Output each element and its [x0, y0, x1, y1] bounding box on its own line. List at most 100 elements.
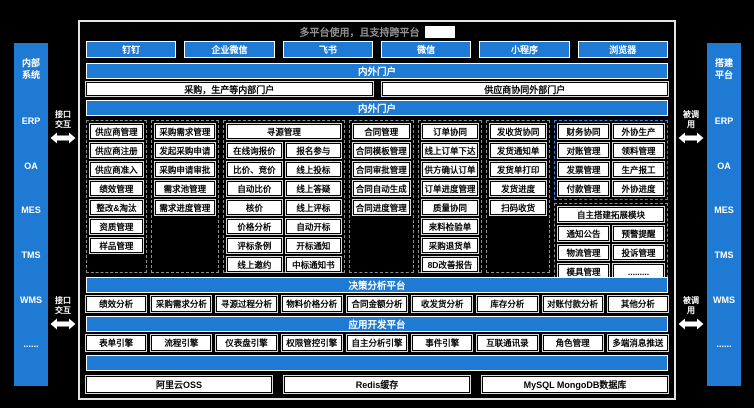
module-item: 自动比价 — [226, 181, 282, 196]
column-header: 供应商管理 — [90, 124, 143, 139]
engine-item: 仪表盘引擎 — [216, 335, 277, 351]
module-item: 合同自动生成 — [352, 181, 410, 196]
analysis-item: 物料价格分析 — [281, 296, 342, 312]
module-item: 物流管理 — [557, 245, 609, 260]
module-item: 合同进度管理 — [352, 200, 410, 215]
analysis-item: 其他分析 — [607, 296, 668, 312]
module-item: 发票管理 — [557, 162, 609, 177]
rail-item: MES — [714, 205, 734, 216]
double-arrow-icon — [678, 318, 704, 330]
module-item: 线上投标 — [285, 162, 341, 177]
right-connector-bottom: 被调 用 — [676, 296, 706, 330]
module-item: 线上订单下达 — [421, 143, 479, 158]
infrastructure-item: Redis缓存 — [284, 376, 470, 393]
module-item: 需求池管理 — [154, 181, 215, 196]
module-item: 比价、竞价 — [226, 162, 282, 177]
module-item: 8D改善报告 — [421, 257, 479, 272]
column-header: 订单协同 — [421, 124, 479, 139]
analysis-item: 合同金额分析 — [346, 296, 408, 312]
module-item: 整改&淘汰 — [90, 200, 143, 215]
build-platform-title: 搭建 平台 — [714, 58, 733, 81]
portals-row: 采购，生产等内部门户供应商协同外部门户 — [86, 82, 668, 96]
module-item: 在线询报价 — [226, 143, 282, 158]
engine-item: 多端消息推送 — [607, 335, 668, 351]
column-supplier-management: 供应商管理 供应商注册供应商准入绩效管理整改&淘汰资质管理样品管理 — [86, 120, 147, 273]
module-item: 线上答疑 — [285, 181, 341, 196]
module-item: 线上评标 — [285, 200, 341, 215]
module-item: 核价 — [226, 200, 282, 215]
module-item: 预警提醒 — [612, 226, 664, 241]
analysis-row: 绩效分析采购需求分析寻源过程分析物料价格分析合同金额分析收发货分析库存分析对账付… — [86, 296, 668, 312]
module-item: 付款管理 — [557, 181, 609, 196]
module-item: 质量协同 — [421, 200, 479, 215]
app-dev-platform-bar: 应用开发平台 — [86, 316, 668, 332]
analysis-item: 库存分析 — [477, 296, 538, 312]
modules-section-bar: 内外门户 — [86, 100, 668, 116]
module-item: 投诉管理 — [612, 245, 664, 260]
portal-box: 供应商协同外部门户 — [381, 82, 668, 96]
title-redacted-box — [424, 25, 455, 38]
module-item: 合同审批管理 — [352, 162, 410, 177]
analysis-item: 采购需求分析 — [151, 296, 212, 312]
finance-outsourcing-block: 财务协同 对账管理发票管理付款管理 外协生产 领料管理生产报工外协进度 — [553, 120, 668, 200]
engine-item: 互联通讯录 — [477, 335, 538, 351]
module-item: 报名参与 — [285, 143, 341, 158]
module-item: 资质管理 — [90, 219, 143, 234]
double-arrow-icon — [50, 318, 76, 330]
engines-row: 表单引擎流程引擎仪表盘引擎权限管控引擎自主分析引擎事件引擎互联通讯录角色管理多端… — [86, 335, 668, 351]
module-item: 绩效管理 — [90, 181, 143, 196]
module-item: 自动开标 — [285, 219, 341, 234]
left-connector-top: 接口 交互 — [48, 110, 78, 144]
client-app-button: 企业微信 — [184, 41, 275, 58]
module-item: 供应商准入 — [90, 162, 143, 177]
double-arrow-icon — [678, 132, 704, 144]
engine-item: 角色管理 — [542, 335, 603, 351]
module-item: 发货通知单 — [490, 143, 546, 158]
column-header: 财务协同 — [557, 124, 609, 139]
invoked-label: 被调 用 — [683, 110, 699, 129]
module-item: 扫码收货 — [490, 200, 546, 215]
invoked-label: 被调 用 — [683, 296, 699, 315]
module-item: 线上邀约 — [226, 257, 282, 272]
column-header: 外协生产 — [613, 124, 665, 139]
client-app-button: 飞书 — [282, 41, 373, 58]
module-item: 对账管理 — [557, 143, 609, 158]
diagram-title: 多平台使用，且支持跨平台 — [299, 28, 420, 39]
client-app-button: 钉钉 — [86, 41, 177, 58]
self-built-extension-block: 自主搭建拓展模块 通知公告预警提醒物流管理投诉管理模具管理......... — [553, 203, 668, 283]
rail-item: OA — [717, 160, 731, 171]
rail-item: OA — [24, 160, 38, 171]
column-header: 合同管理 — [352, 124, 410, 139]
column-header: 采购需求管理 — [154, 124, 215, 139]
column-outsourced-production: 外协生产 领料管理生产报工外协进度 — [613, 124, 665, 196]
client-app-button: 微信 — [380, 41, 472, 58]
module-item: 采购退货单 — [421, 238, 479, 253]
module-item: 供应商注册 — [90, 143, 143, 158]
double-arrow-icon — [50, 132, 76, 144]
engine-item: 事件引擎 — [412, 335, 473, 351]
module-item: 通知公告 — [557, 226, 609, 241]
client-app-button: 浏览器 — [577, 41, 668, 58]
engine-item: 流程引擎 — [151, 335, 212, 351]
rail-item: MES — [21, 205, 41, 216]
module-item: 中标通知书 — [285, 257, 341, 272]
interface-interaction-label: 接口 交互 — [55, 110, 71, 129]
rail-item: WMS — [713, 294, 735, 305]
module-item: 发货单打印 — [490, 162, 546, 177]
column-sourcing-management: 寻源管理 在线询报价比价、竞价自动比价核价价格分析评标条例线上邀约 报名参与线上… — [222, 120, 345, 273]
client-apps-row: 钉钉企业微信飞书微信小程序浏览器 — [86, 41, 668, 58]
rail-item: TMS — [714, 249, 734, 260]
module-item: 供方确认订单 — [421, 162, 479, 177]
module-item: 领料管理 — [613, 143, 665, 158]
internal-systems-title: 内部 系统 — [21, 58, 40, 81]
decision-analysis-bar: 决策分析平台 — [86, 277, 668, 293]
module-item: 生产报工 — [613, 162, 665, 177]
module-item: 评标条例 — [226, 238, 282, 253]
right-connector-top: 被调 用 — [676, 110, 706, 144]
column-contract-management: 合同管理 合同模板管理合同审批管理合同自动生成合同进度管理 — [348, 120, 414, 273]
